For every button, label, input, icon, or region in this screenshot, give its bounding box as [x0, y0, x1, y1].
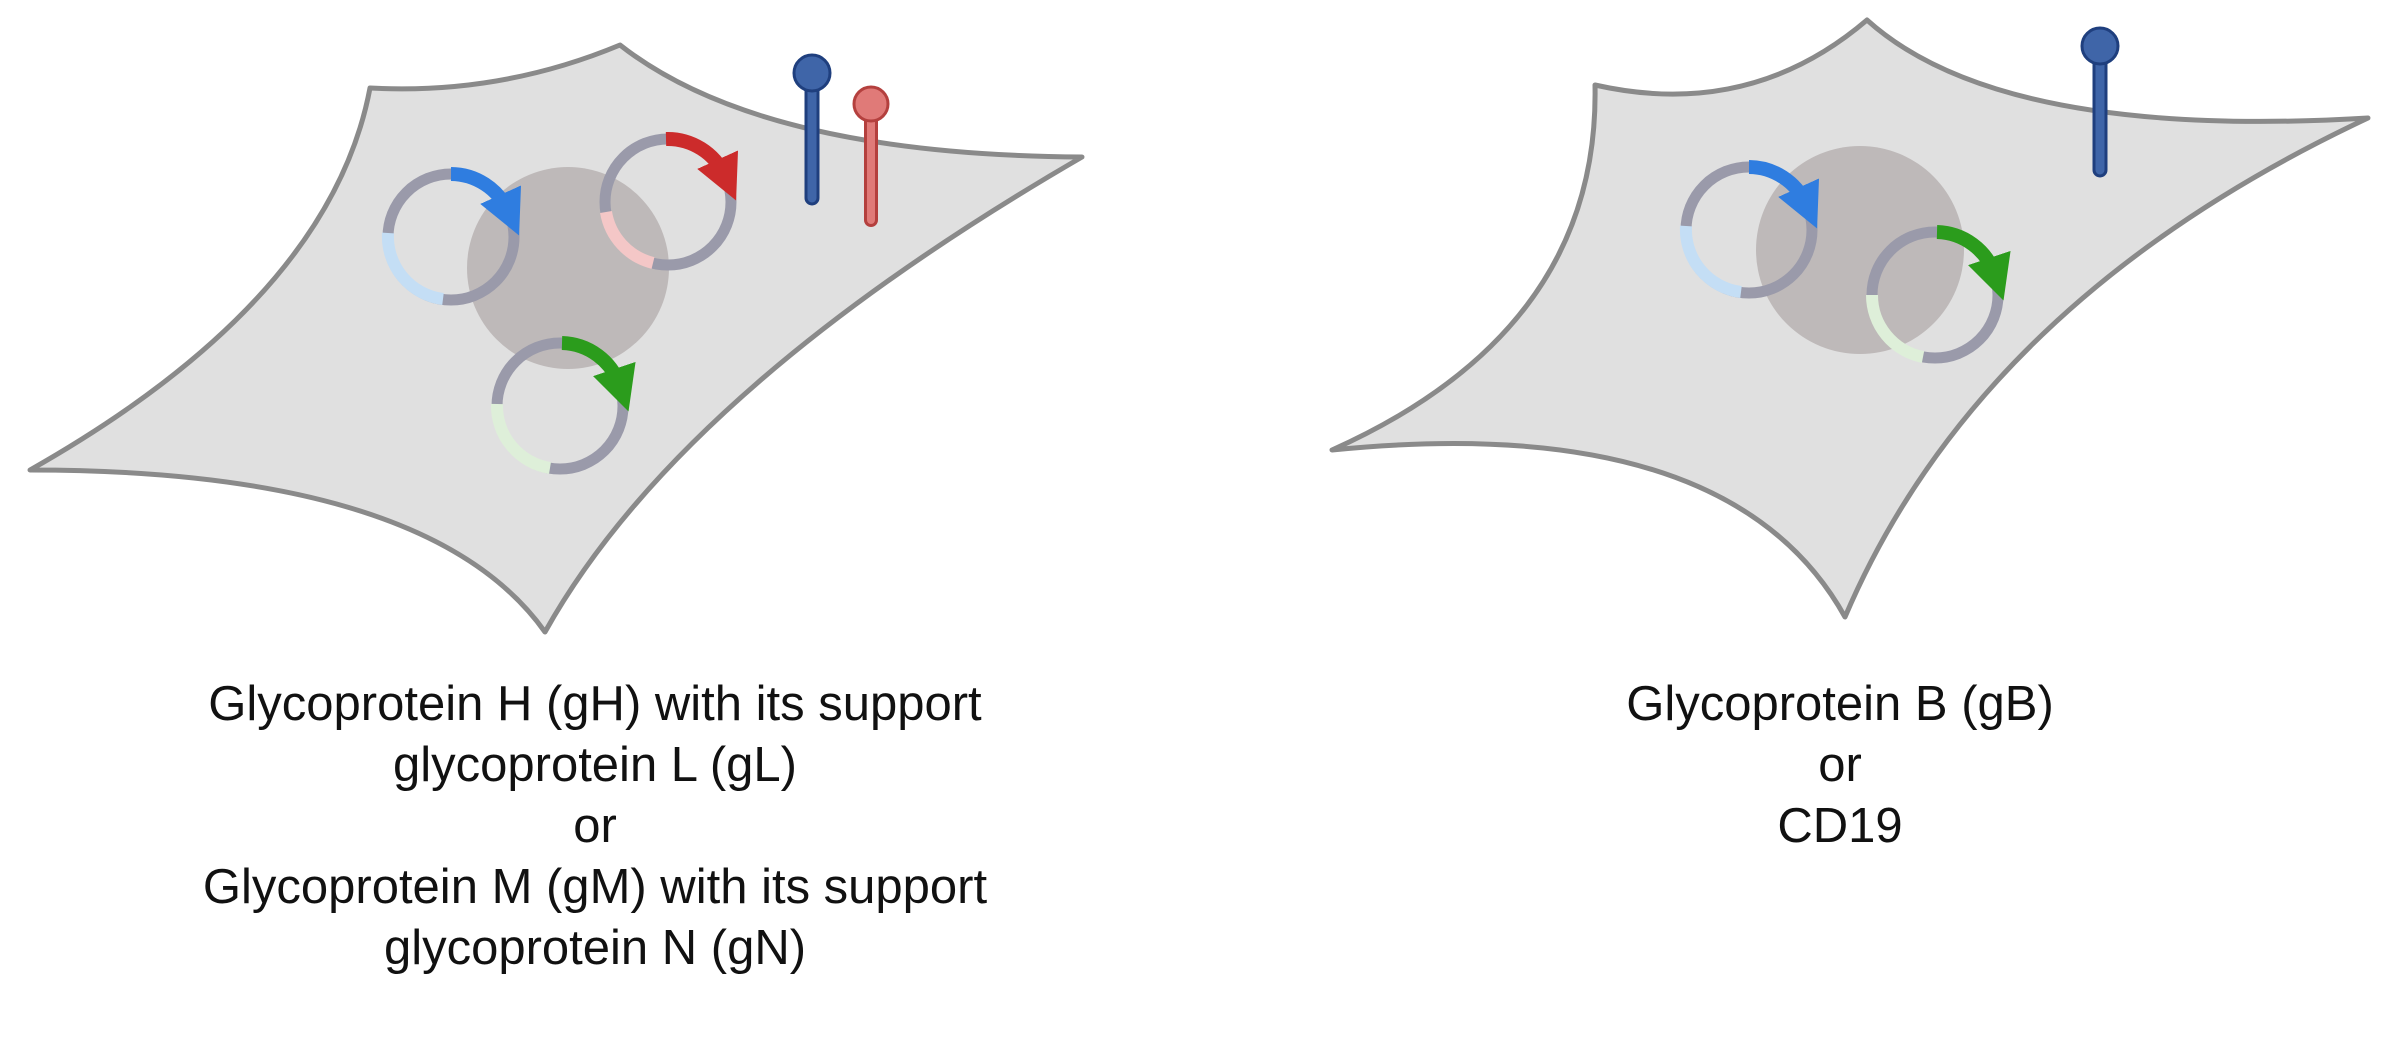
- receptor-red: [852, 85, 890, 227]
- cell-left: [27, 42, 1085, 635]
- caption-line: CD19: [1777, 799, 1903, 853]
- plasmid-red: [599, 132, 739, 271]
- caption-line: glycoprotein L (gL): [392, 738, 797, 792]
- cell-right: [1329, 17, 2371, 620]
- caption-line: Glycoprotein M (gM) with its support: [202, 860, 988, 914]
- receptor-blue: [2080, 26, 2120, 178]
- caption-line: or: [573, 799, 617, 853]
- receptor-blue: [792, 53, 832, 206]
- plasmid-green: [490, 336, 636, 475]
- caption-line: Glycoprotein B (gB): [1626, 677, 2054, 731]
- caption-line: glycoprotein N (gN): [383, 921, 807, 975]
- caption-line: Glycoprotein H (gH) with its support: [208, 677, 982, 731]
- plasmid-blue: [1679, 160, 1819, 299]
- plasmid-blue: [381, 167, 521, 306]
- caption-left: Glycoprotein H (gH) with its support gly…: [80, 674, 1110, 979]
- caption-right: Glycoprotein B (gB) or CD19: [1450, 674, 2230, 857]
- caption-line: or: [1818, 738, 1862, 792]
- plasmid-green: [1865, 225, 2011, 364]
